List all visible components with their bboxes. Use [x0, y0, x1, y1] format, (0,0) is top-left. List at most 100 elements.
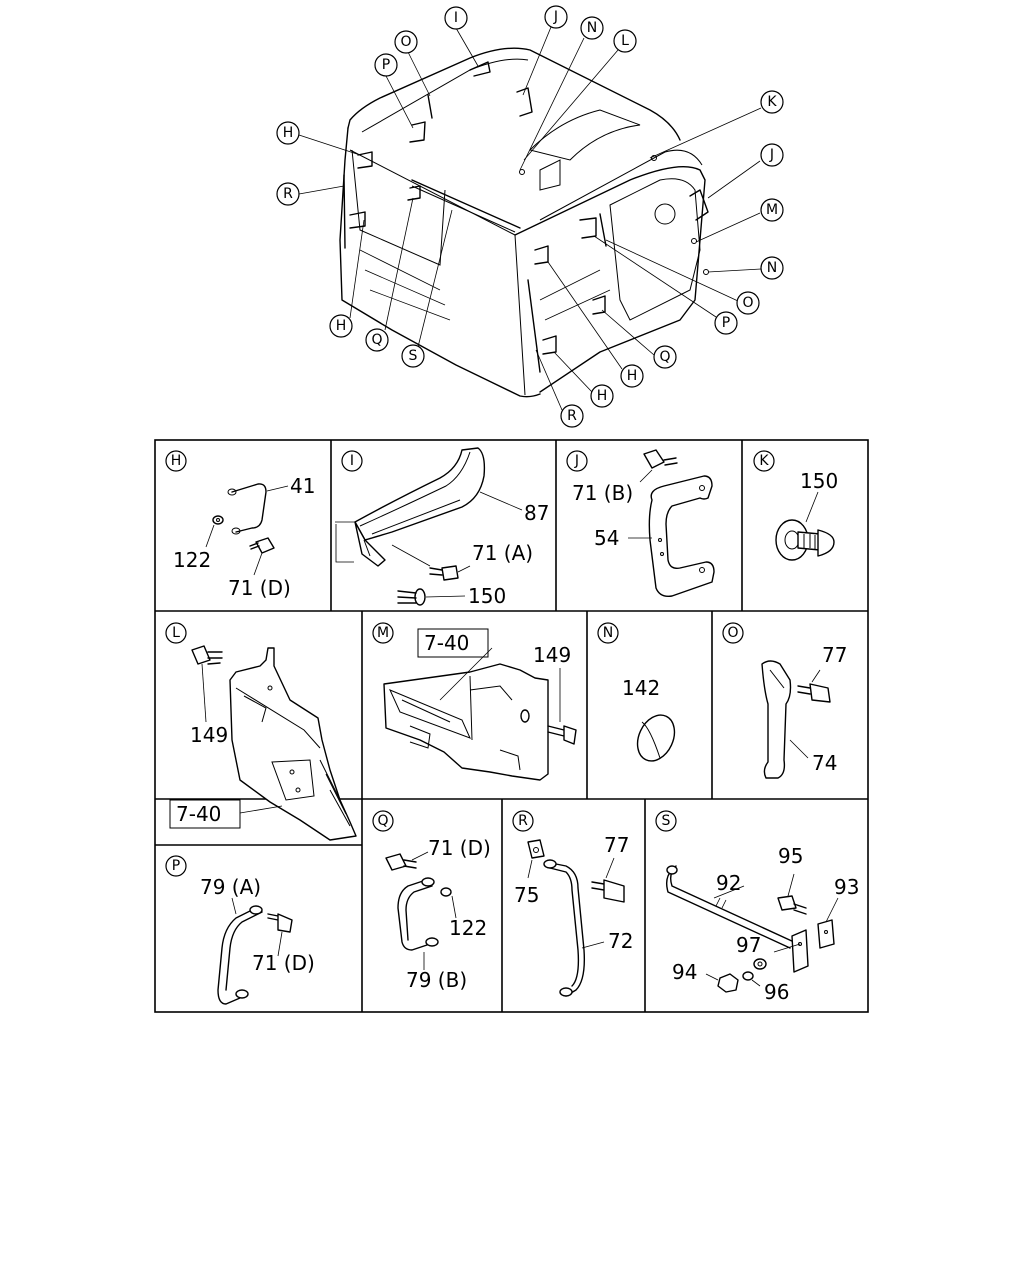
panel-letter-R: R	[512, 810, 534, 832]
part-label-54: 54	[594, 526, 619, 550]
part-label-150: 150	[800, 469, 838, 493]
overview-callout-H: H	[276, 121, 300, 145]
washer-96	[742, 971, 754, 981]
panel-K: K 150	[753, 450, 838, 561]
console-panel	[383, 663, 549, 781]
clip-150	[775, 519, 835, 561]
svg-text:R: R	[283, 186, 293, 202]
svg-text:S: S	[662, 813, 671, 829]
part-label-94: 94	[672, 960, 697, 984]
panel-letter-I: I	[341, 450, 363, 472]
grab-handle-41	[227, 483, 267, 535]
svg-text:L: L	[172, 625, 180, 641]
part-label-122: 122	[173, 548, 211, 572]
svg-text:J: J	[553, 9, 558, 25]
panel-letter-P: P	[165, 855, 187, 877]
panel-letter-O: O	[722, 622, 744, 644]
part-label-77: 77	[604, 833, 629, 857]
svg-text:R: R	[567, 408, 577, 424]
overview-callout-S: S	[401, 344, 425, 368]
panel-letter-J: J	[566, 450, 588, 472]
svg-text:M: M	[377, 625, 389, 641]
panel-letter-N: N	[597, 622, 619, 644]
svg-text:R: R	[518, 813, 528, 829]
svg-text:H: H	[283, 125, 294, 141]
panel-letter-S: S	[655, 810, 677, 832]
overview-callout-O: O	[736, 291, 760, 315]
grab-handle-79-B	[397, 877, 439, 951]
panel-I: I 87 71 (A) 150	[335, 447, 549, 608]
part-label-79A: 79 (A)	[200, 875, 261, 899]
overview-callout-N: N	[760, 256, 784, 280]
part-label-71D: 71 (D)	[428, 836, 491, 860]
part-label-122: 122	[449, 916, 487, 940]
svg-text:S: S	[409, 348, 418, 364]
svg-text:I: I	[454, 10, 458, 26]
screw-149	[191, 645, 223, 665]
svg-text:N: N	[767, 260, 777, 276]
panel-letter-M: M	[372, 622, 394, 644]
grip-handle-87	[335, 447, 486, 567]
detail-grid	[154, 439, 869, 1013]
svg-text:M: M	[766, 202, 778, 218]
bolt-95	[777, 895, 807, 915]
overview-callout-P: P	[374, 53, 398, 77]
overview-callout-H: H	[620, 364, 644, 388]
part-label-77: 77	[822, 643, 847, 667]
overview-callout-R: R	[276, 182, 300, 206]
svg-text:H: H	[627, 368, 638, 384]
leader-lines	[298, 26, 762, 411]
washer-97	[753, 958, 767, 970]
part-label-41: 41	[290, 474, 315, 498]
panel-N: N 142	[597, 622, 676, 762]
svg-text:O: O	[742, 295, 753, 311]
ref-box-7-40	[417, 628, 489, 658]
svg-text:P: P	[172, 858, 180, 874]
grab-handle-54	[648, 475, 715, 598]
bolt-77	[591, 879, 625, 903]
part-label-71B: 71 (B)	[572, 481, 633, 505]
part-label-92: 92	[716, 871, 741, 895]
svg-text:Q: Q	[371, 332, 382, 348]
panel-P: P 79 (A) 71 (D)	[165, 855, 315, 1005]
washer-122	[440, 887, 452, 897]
part-label-96: 96	[764, 980, 789, 1004]
svg-text:P: P	[382, 57, 390, 73]
svg-text:O: O	[400, 34, 411, 50]
part-label-150: 150	[468, 584, 506, 608]
svg-text:K: K	[767, 94, 777, 110]
washer-122	[212, 515, 224, 525]
grab-handle-74	[761, 660, 792, 779]
part-label-142: 142	[622, 676, 660, 700]
part-label-7-40: 7-40	[176, 802, 221, 826]
bolt-71-D	[267, 913, 293, 933]
panel-Q: Q 71 (D) 122 79 (B)	[372, 810, 491, 992]
part-label-75: 75	[514, 883, 539, 907]
overview-callout-K: K	[760, 90, 784, 114]
part-label-74: 74	[812, 751, 837, 775]
svg-text:H: H	[597, 388, 608, 404]
part-label-87: 87	[524, 501, 549, 525]
svg-text:Q: Q	[377, 813, 388, 829]
part-label-7-40: 7-40	[424, 631, 469, 655]
overview-callout-R: R	[560, 404, 584, 428]
part-label-149: 149	[533, 643, 571, 667]
svg-text:Q: Q	[659, 349, 670, 365]
svg-text:L: L	[621, 33, 629, 49]
svg-text:K: K	[759, 453, 769, 469]
screw-149	[520, 709, 577, 745]
part-label-72: 72	[608, 929, 633, 953]
overview-callout-Q: Q	[365, 328, 389, 352]
overview-callout-N: N	[580, 16, 604, 40]
overview-callout-M: M	[760, 198, 784, 222]
panel-O: O 77 74	[722, 622, 847, 779]
svg-text:N: N	[587, 20, 597, 36]
overview-callout-H: H	[590, 384, 614, 408]
overview-callout-J: J	[544, 5, 568, 29]
bolt-77	[797, 683, 831, 703]
panel-S: S 95 92 93 97 94 96	[655, 810, 859, 1004]
grab-handle-72	[543, 859, 586, 997]
panel-M: M 7-40 149	[372, 622, 577, 781]
bolt-71-B	[643, 449, 678, 469]
part-label-95: 95	[778, 844, 803, 868]
